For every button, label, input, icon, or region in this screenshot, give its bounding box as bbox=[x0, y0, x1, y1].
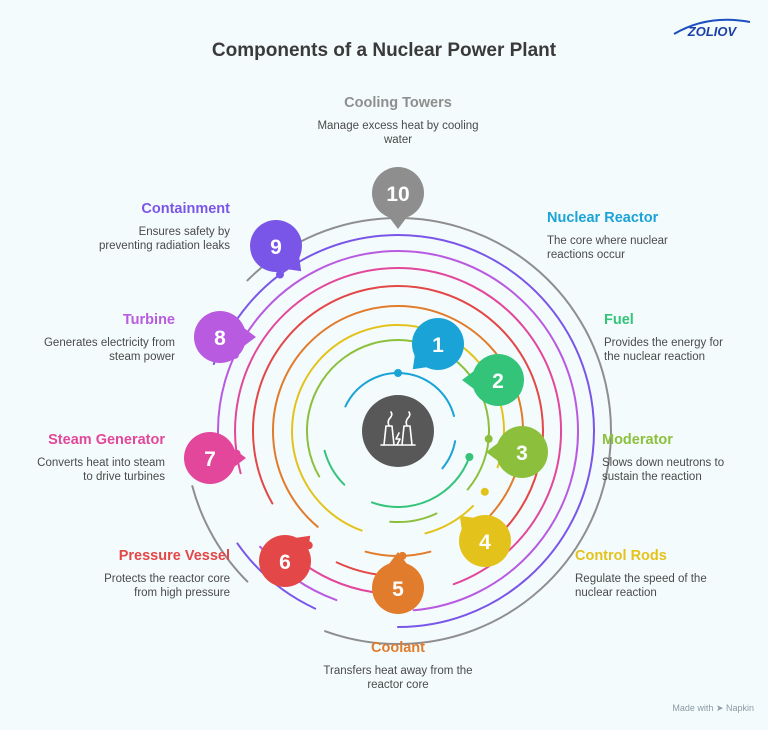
label-description: Transfers heat away from the reactor cor… bbox=[323, 665, 473, 691]
brand-logo-text: ZOLIOV bbox=[687, 24, 738, 39]
ring-dot-9 bbox=[276, 270, 284, 279]
badge-number-8: 8 bbox=[214, 327, 226, 350]
badge-circle-10 bbox=[372, 167, 424, 219]
badge-number-5: 5 bbox=[392, 578, 404, 601]
badge-2: 2 bbox=[462, 354, 524, 406]
badge-number-2: 2 bbox=[492, 370, 504, 393]
badge-5: 5 bbox=[372, 552, 424, 614]
badge-circle-1 bbox=[412, 318, 464, 370]
badge-circle-4 bbox=[459, 515, 511, 567]
number-badges: 1 2 3 4 5 6 7 8 9 10 bbox=[184, 167, 548, 614]
label-title: Cooling Towers bbox=[344, 95, 452, 111]
ring-dot-4 bbox=[480, 487, 489, 496]
ring-arc-2 bbox=[371, 456, 471, 508]
label-title: Turbine bbox=[122, 312, 175, 328]
label-description: Generates electricity from steam power bbox=[43, 337, 175, 363]
label-description: The core where nuclear reactions occur bbox=[547, 235, 668, 261]
badge-4: 4 bbox=[459, 515, 511, 567]
label-title: Pressure Vessel bbox=[118, 548, 230, 564]
ring-arc-6 bbox=[252, 285, 544, 558]
badge-9: 9 bbox=[250, 220, 302, 272]
label-title: Control Rods bbox=[575, 548, 667, 564]
label-description: Ensures safety by preventing radiation l… bbox=[98, 226, 230, 252]
ring-arc-segment-4 bbox=[424, 505, 474, 535]
badge-10: 10 bbox=[372, 167, 424, 229]
badge-number-3: 3 bbox=[516, 442, 528, 465]
badge-circle-7 bbox=[184, 432, 236, 484]
badge-7: 7 bbox=[184, 432, 246, 484]
label-description: Provides the energy for the nuclear reac… bbox=[604, 337, 723, 363]
center-hub bbox=[362, 395, 434, 467]
ring-arc-1 bbox=[344, 372, 455, 417]
badge-number-9: 9 bbox=[270, 236, 282, 259]
badge-circle-8 bbox=[194, 311, 246, 363]
badge-3: 3 bbox=[486, 426, 548, 478]
ring-arc-segment-3 bbox=[389, 512, 438, 524]
badge-number-7: 7 bbox=[204, 448, 216, 471]
ring-arc-segment-1 bbox=[441, 440, 457, 470]
badge-number-1: 1 bbox=[432, 334, 444, 357]
badge-number-6: 6 bbox=[279, 551, 291, 574]
badge-circle-5 bbox=[372, 562, 424, 614]
label-description: Protects the reactor core from high pres… bbox=[104, 573, 230, 599]
ring-arc-segment-2 bbox=[323, 449, 346, 486]
ring-dot-1 bbox=[394, 369, 402, 377]
center-circle bbox=[362, 395, 434, 467]
badge-6: 6 bbox=[259, 535, 311, 587]
badge-circle-6 bbox=[259, 535, 311, 587]
badge-circle-2 bbox=[472, 354, 524, 406]
label-title: Fuel bbox=[604, 312, 634, 328]
made-with-napkin: Made with ➤ Napkin bbox=[672, 703, 754, 713]
label-description: Regulate the speed of the nuclear reacti… bbox=[575, 573, 707, 599]
brand-logo: ZOLIOV bbox=[673, 18, 751, 39]
label-title: Coolant bbox=[371, 640, 425, 656]
ring-arc-8 bbox=[217, 250, 580, 612]
label-description: Slows down neutrons to sustain the react… bbox=[602, 457, 725, 483]
ring-dot-3 bbox=[484, 434, 493, 443]
badge-1: 1 bbox=[412, 318, 464, 370]
label-description: Manage excess heat by cooling water bbox=[317, 120, 479, 146]
badge-number-4: 4 bbox=[479, 531, 491, 554]
ring-arc-3 bbox=[306, 338, 491, 491]
label-description: Converts heat into steam to drive turbin… bbox=[37, 457, 165, 483]
label-title: Nuclear Reactor bbox=[547, 210, 659, 226]
label-title: Containment bbox=[141, 201, 230, 217]
power-plant-icon bbox=[380, 411, 416, 446]
page-title: Components of a Nuclear Power Plant bbox=[211, 40, 557, 61]
badge-circle-9 bbox=[250, 220, 302, 272]
badge-circle-3 bbox=[496, 426, 548, 478]
ring-arc-10 bbox=[246, 217, 612, 646]
badge-8: 8 bbox=[194, 311, 256, 363]
label-title: Moderator bbox=[602, 432, 673, 448]
badge-number-10: 10 bbox=[386, 183, 409, 206]
logo-swoosh bbox=[673, 18, 751, 35]
label-title: Steam Generator bbox=[48, 432, 165, 448]
ring-arc-segment-10 bbox=[191, 485, 249, 583]
ring-dot-2 bbox=[465, 453, 474, 461]
ring-arc-7 bbox=[234, 267, 563, 586]
ring-arc-segment-7 bbox=[303, 563, 385, 595]
